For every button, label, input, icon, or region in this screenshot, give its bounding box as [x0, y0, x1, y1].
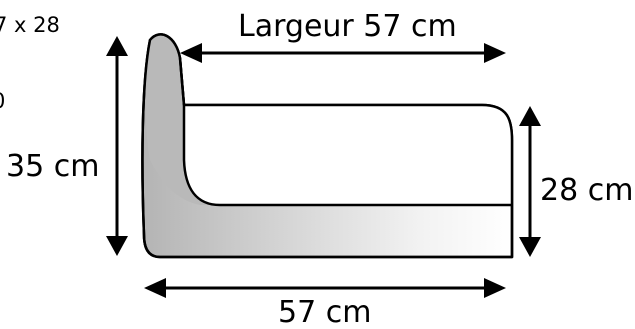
cropped-size-text: 7 x 28	[0, 13, 60, 37]
width-bottom-label: 57 cm	[278, 295, 371, 329]
width-bottom-arrow	[144, 278, 506, 298]
width-top-label: Largeur 57 cm	[238, 9, 457, 44]
height-back-arrow	[106, 36, 128, 256]
height-front-arrow	[519, 106, 541, 257]
width-top-arrow	[180, 43, 506, 63]
height-front-label: 28 cm	[540, 173, 633, 208]
sofa-seat-shape	[184, 105, 512, 205]
cropped-edge-text: 0	[0, 89, 5, 113]
height-back-label: 35 cm	[6, 149, 99, 184]
sofa-outer-outline	[141, 33, 514, 259]
backrest-inner-line	[178, 57, 512, 207]
